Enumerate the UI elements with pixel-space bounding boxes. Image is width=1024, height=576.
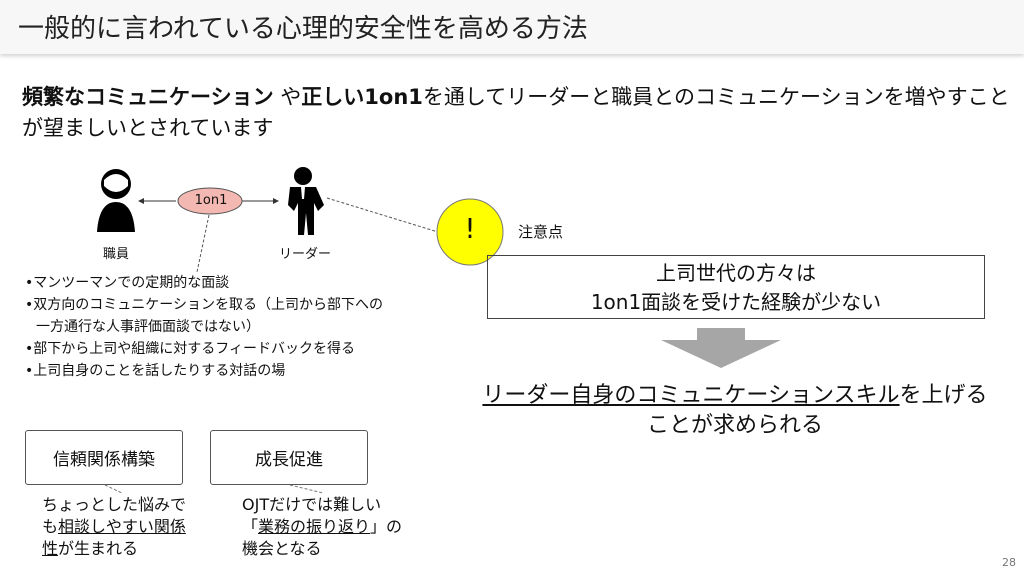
dashed-connector xyxy=(196,214,210,273)
bullet-item: •マンツーマンでの定期的な面談 xyxy=(25,275,230,291)
bullet-list: •マンツーマンでの定期的な面談 •双方向のコミュニケーションを取る（上司から部下… xyxy=(25,272,385,382)
lead-bold-1: 頻繁なコミュニケーション xyxy=(22,85,274,109)
result-text: リーダー自身のコミュニケーションスキルを上げることが求められる xyxy=(480,381,990,441)
lead-mid: や xyxy=(273,85,302,109)
down-arrow-icon xyxy=(661,328,781,368)
exclamation-icon: ! xyxy=(464,212,476,245)
bullet-item: •双方向のコミュニケーションを取る（上司から部下への一方通行な人事評価面談ではな… xyxy=(25,297,383,335)
note-text: が生まれる xyxy=(58,539,139,558)
note-underlined: 業務の振り返り xyxy=(258,517,371,536)
employee-icon xyxy=(97,169,135,232)
dashed-connector xyxy=(326,197,439,233)
employee-label: 職員 xyxy=(103,247,130,262)
leader-icon xyxy=(288,167,324,235)
lead-text: 頻繁なコミュニケーション や正しい1on1を通してリーダーと職員とのコミュニケー… xyxy=(22,82,1012,144)
meeting-ellipse xyxy=(177,187,243,215)
lead-bold-2: 正しい1on1 xyxy=(301,85,423,109)
caution-line: 上司世代の方々は xyxy=(656,261,816,285)
caution-label: 注意点 xyxy=(518,223,564,241)
note-text: OJTだけでは難しい「 xyxy=(242,495,382,536)
growth-box: 成長促進 xyxy=(210,430,368,485)
leader-label: リーダー xyxy=(279,247,332,262)
trust-note: ちょっとした悩みでも相談しやすい関係性が生まれる xyxy=(42,494,192,560)
caution-line: 1on1面談を受けた経験が少ない xyxy=(590,290,882,314)
note-text: 」の機会となる xyxy=(242,517,403,558)
note-underlined: 相談しやすい関係性 xyxy=(42,517,186,558)
result-rest: を上げることが求められる xyxy=(646,383,988,438)
page-number: 28 xyxy=(1002,556,1016,569)
bullet-item: •部下から上司や組織に対するフィードバックを得る xyxy=(25,341,355,357)
caution-circle xyxy=(436,198,504,266)
slide-title: 一般的に言われている心理的安全性を高める方法 xyxy=(18,14,588,44)
lead-rest: を通してリーダーと職員とのコミュニケーションを増やすことが望ましいとされています xyxy=(22,85,1010,140)
result-underlined: リーダー自身のコミュニケーションスキル xyxy=(482,383,900,408)
dashed-connector xyxy=(104,484,123,494)
dashed-connector xyxy=(289,484,324,494)
meeting-label: 1on1 xyxy=(194,193,228,208)
trust-box: 信頼関係構築 xyxy=(25,430,183,485)
title-bar xyxy=(0,0,1024,54)
note-text: ちょっとした悩みでも xyxy=(42,495,187,536)
bullet-item: •上司自身のことを話したりする対話の場 xyxy=(25,363,286,379)
caution-box: 上司世代の方々は 1on1面談を受けた経験が少ない xyxy=(487,255,985,319)
growth-note: OJTだけでは難しい「業務の振り返り」の機会となる xyxy=(242,494,408,560)
